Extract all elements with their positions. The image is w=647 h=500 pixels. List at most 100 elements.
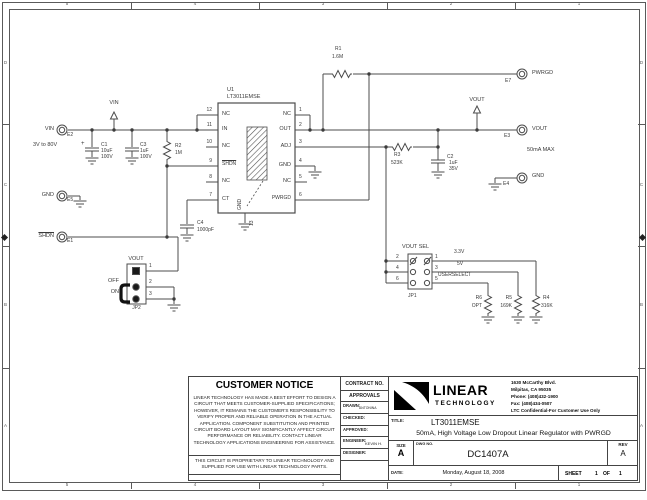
zone-col: 2 [449, 1, 453, 6]
linear-logo-mark [394, 382, 429, 410]
r4-value: 316K [541, 303, 553, 309]
zone-col: 4 [193, 1, 197, 6]
c1-voltage: 100V [101, 154, 113, 160]
ic-pin-num: 9 [209, 158, 212, 164]
ic-pin-name: NC [283, 178, 291, 184]
drawing-title-2: 50mA, High Voltage Low Dropout Linear Re… [416, 430, 611, 437]
sheet-of-label: OF [603, 471, 610, 477]
zone-col: 2 [449, 482, 453, 487]
jp2-ref: JP2 [132, 305, 141, 311]
r3-value: 523K [391, 160, 403, 166]
e5-ref: E5 [67, 197, 74, 203]
notice-body-line: TECHNOLOGY APPLICATIONS ENGINEERING FOR … [193, 439, 336, 445]
jp2-header [119, 263, 147, 305]
size-label: SIZE [396, 443, 406, 448]
ic-pin-name: GND [278, 162, 291, 168]
c1-value: 10uF [101, 148, 113, 154]
r2-ref: R2 [175, 143, 182, 149]
c3-value: 1uF [140, 148, 149, 154]
terminal-e7 [516, 68, 528, 80]
jp1-net-usersel: USERSELECT [438, 272, 472, 278]
r4-ref: R4 [543, 295, 550, 301]
contract-no-label: CONTRACT NO. [345, 381, 384, 387]
company-address-line: Phone: (408)432-1900 [511, 394, 558, 399]
company-row: LINEAR TECHNOLOGY 1630 McCarthy Blvd. Mi… [389, 377, 638, 416]
c1-ref: C1 [101, 142, 108, 148]
engineer-value: KEVIN H. [365, 441, 383, 446]
ic-pin13-num: 13 [249, 220, 255, 226]
title-block-right: LINEAR TECHNOLOGY 1630 McCarthy Blvd. Mi… [389, 377, 638, 481]
zone-row: C [639, 182, 644, 187]
ic-pin-num: 5 [299, 174, 302, 180]
r6-value: OPT [471, 303, 482, 309]
ic-pin-name: CT [222, 196, 230, 202]
r5-ref: R5 [505, 295, 512, 301]
capacitor-c2 [430, 159, 446, 164]
resistor-r3 [390, 143, 413, 151]
jp1-pin4: 4 [396, 265, 399, 271]
ic-pin-name: NC [222, 111, 230, 117]
jp1-ref: JP1 [408, 293, 417, 299]
drawing-title-1: LT3011EMSE [431, 418, 480, 427]
title-block: CUSTOMER NOTICE LINEAR TECHNOLOGY HAS MA… [188, 376, 638, 481]
resistor-r1 [330, 70, 353, 78]
terminal-e4 [516, 172, 528, 184]
ic-pin-name: ADJ [280, 143, 291, 149]
company-address-line: Fax: (408)434-0507 [511, 401, 552, 406]
jp2-off-label: OFF [108, 278, 119, 284]
notice-body-line: CIRCUIT THAT MEETS CUSTOMER-SUPPLIED SPE… [194, 401, 335, 407]
e2-note: 3V to 80V [33, 142, 58, 148]
vin-net-label: VIN [109, 100, 119, 106]
c4-value: 1000pF [197, 227, 214, 233]
jp1-pin2: 2 [396, 254, 399, 260]
resistor-r2 [163, 139, 171, 162]
c3-ref: C3 [140, 142, 147, 148]
e7-net-label: PWRGD [532, 70, 554, 76]
sheet-total: 1 [619, 471, 622, 477]
e3-note: 50mA MAX [527, 147, 555, 153]
e1-ref: E1 [67, 238, 74, 244]
terminal-e5 [56, 190, 68, 202]
e4-ref: E4 [503, 181, 510, 187]
capacitor-c3 [124, 147, 140, 152]
company-address-line: 1630 McCarthy Blvd. [511, 380, 556, 385]
c2-value: 1uF [449, 160, 458, 166]
c2-voltage: 35V [449, 166, 458, 172]
ic-pin-name: NC [222, 178, 230, 184]
title-label: TITLE: [391, 418, 405, 423]
notice-body-line: CIRCUIT BOARD LAYOUT MAY SIGNIFICANTLY A… [194, 427, 335, 433]
zone-col: 3 [321, 1, 325, 6]
size-value: A [397, 448, 405, 458]
zone-col: 1 [577, 482, 581, 487]
e1-net-label: SHDN [38, 233, 54, 239]
r3-ref: R3 [394, 152, 401, 158]
notice-body-line: LINEAR TECHNOLOGY HAS MADE A BEST EFFORT… [193, 395, 336, 400]
r6-ref: R6 [475, 295, 482, 301]
ic-pin-num: 4 [299, 158, 302, 164]
capacitor-c1 [84, 147, 100, 152]
date-sheet-row: DATE: Monday, August 18, 2008 SHEET 1 OF… [389, 466, 638, 481]
notice-footer-line: SUPPLIED FOR USE WITH LINEAR TECHNOLOGY … [201, 464, 328, 470]
ic-pin-name: OUT [279, 126, 291, 132]
company-sub: TECHNOLOGY [435, 400, 496, 407]
c1-polarity: + [81, 141, 85, 147]
terminal-e3 [516, 124, 528, 136]
engineer-label: ENGINEER: [343, 438, 367, 443]
jp1-title: VOUT SEL [402, 244, 430, 250]
notice-body-line: PERFORMANCE OR RELIABILITY. CONTACT LINE… [207, 433, 322, 439]
terminal-e2 [56, 124, 68, 136]
c2-ref: C2 [447, 154, 454, 160]
jp2-pin3: 3 [149, 291, 152, 297]
e3-net-label: VOUT [532, 126, 548, 132]
ic-pin-num: 7 [209, 192, 212, 198]
ic-pin-name: NC [283, 111, 291, 117]
notice-body-line: HOWEVER, IT REMAINS THE CUSTOMER'S RESPO… [194, 407, 335, 413]
approvals-heading: APPROVALS [349, 393, 380, 399]
e4-net-label: GND [532, 173, 545, 179]
e2-net-label: VIN [44, 126, 54, 132]
wires [68, 73, 537, 316]
resistor-r6 [484, 293, 492, 316]
drawn-value: ANTONINA [359, 406, 377, 410]
dwg-no-label: DWG NO. [416, 442, 434, 446]
